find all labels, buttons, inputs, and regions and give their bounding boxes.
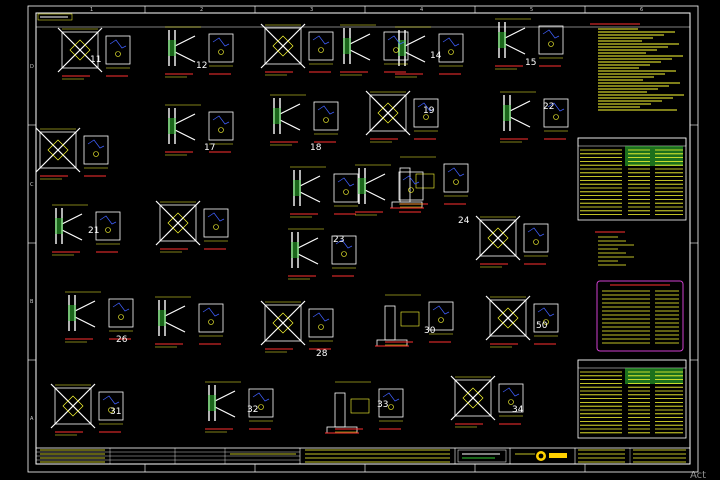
connection-details: 11 12 14 15 17 18 19 21 22 23 24 26 28 30 31 32 33 34 50 xyxy=(35,18,569,436)
detail-number: 50 xyxy=(536,321,548,331)
detail-number: 30 xyxy=(424,326,436,336)
general-notes xyxy=(590,23,684,111)
connection-detail: 11 xyxy=(57,27,131,80)
detail-number: 21 xyxy=(88,226,99,236)
connection-detail: 30 xyxy=(375,294,454,347)
weld-legend xyxy=(595,231,634,266)
connection-detail: 26 xyxy=(65,291,134,345)
connection-detail xyxy=(155,296,224,348)
grid-row-b: B xyxy=(30,299,34,305)
connection-detail xyxy=(475,215,549,268)
connection-detail: 50 xyxy=(485,295,559,348)
grid-row-d: D xyxy=(30,64,34,70)
company-logo xyxy=(536,451,567,461)
detail-number: 22 xyxy=(543,102,554,112)
detail-number: 33 xyxy=(377,400,388,410)
grid-row-a: A xyxy=(30,416,34,422)
material-table-bottom xyxy=(577,359,687,439)
grid-col-5: 5 xyxy=(530,7,533,13)
detail-number: 12 xyxy=(196,61,207,71)
connection-detail: 19 xyxy=(365,90,439,143)
detail-number: 23 xyxy=(333,235,344,245)
grid-row-labels: D C B A xyxy=(30,64,34,422)
connection-detail: 17 xyxy=(165,104,234,156)
connection-detail: 24 xyxy=(390,156,470,226)
grid-col-6: 6 xyxy=(640,7,643,13)
grid-column-labels: 1 2 3 4 5 6 xyxy=(90,7,643,13)
detail-number: 11 xyxy=(90,55,101,65)
detail-number: 32 xyxy=(247,405,258,415)
detail-number: 24 xyxy=(458,216,470,226)
top-left-stamp xyxy=(37,13,73,21)
detail-number: 26 xyxy=(116,335,128,345)
connection-detail: 33 xyxy=(325,381,404,434)
connection-detail xyxy=(340,24,409,76)
connection-detail xyxy=(355,164,424,216)
connection-detail: 22 xyxy=(500,91,569,143)
grid-row-c: C xyxy=(30,182,34,188)
grid-col-4: 4 xyxy=(420,7,423,13)
connection-detail: 12 xyxy=(165,26,234,78)
detail-number: 19 xyxy=(423,106,435,116)
title-block xyxy=(35,447,691,465)
detail-number: 15 xyxy=(525,58,536,68)
detail-number: 34 xyxy=(512,405,524,415)
connection-detail xyxy=(35,127,109,180)
grid-col-2: 2 xyxy=(200,7,203,13)
connection-detail: 21 xyxy=(52,204,121,256)
connection-detail: 18 xyxy=(270,94,339,153)
connection-detail xyxy=(155,200,229,253)
zone-ticks xyxy=(28,6,698,472)
connection-detail: 32 xyxy=(205,381,274,433)
connection-detail: 34 xyxy=(450,375,524,428)
grid-col-1: 1 xyxy=(90,7,93,13)
connection-detail xyxy=(260,23,334,76)
detail-number: 14 xyxy=(430,51,442,61)
detail-number: 31 xyxy=(110,407,121,417)
watermark-text: Act xyxy=(690,470,706,480)
detail-number: 17 xyxy=(204,143,215,153)
connection-detail xyxy=(290,166,359,218)
detail-number: 28 xyxy=(316,349,328,359)
detail-number: 18 xyxy=(310,143,322,153)
connection-detail: 23 xyxy=(288,228,357,280)
material-table-top xyxy=(577,137,687,221)
bolt-schedule-callout xyxy=(596,280,684,352)
connection-detail: 28 xyxy=(260,300,334,359)
connection-detail: 15 xyxy=(495,18,564,70)
grid-col-3: 3 xyxy=(310,7,313,13)
connection-detail: 31 xyxy=(50,383,124,436)
connection-detail: 14 xyxy=(395,26,464,78)
